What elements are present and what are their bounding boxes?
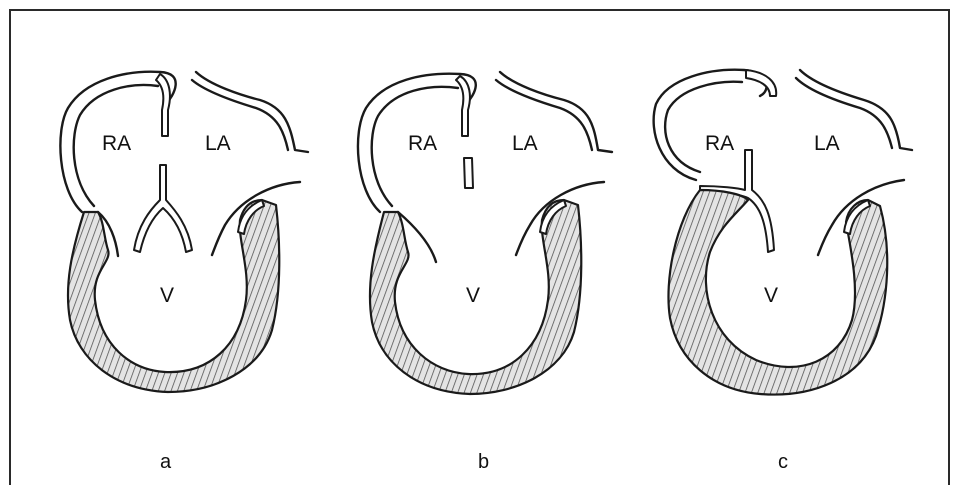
label-v-a: V (160, 284, 174, 307)
right-atrium-inner (665, 82, 742, 172)
caption-c: c (778, 451, 788, 473)
label-v-c: V (764, 284, 778, 307)
panel-c (654, 70, 912, 395)
label-ra-c: RA (705, 132, 734, 155)
atrial-septum (746, 70, 776, 96)
label-v-b: V (466, 284, 480, 307)
label-ra-b: RA (408, 132, 437, 155)
left-atrium-wall-inner (796, 78, 892, 148)
atrial-septum (456, 76, 470, 136)
label-la-b: LA (512, 132, 538, 155)
atrial-septum (156, 74, 170, 136)
label-la-a: LA (205, 132, 231, 155)
av-septum (134, 165, 192, 252)
septal-remnant (464, 158, 473, 188)
label-ra-a: RA (102, 132, 131, 155)
caption-b: b (478, 451, 489, 473)
caption-a: a (160, 451, 172, 473)
panel-a (60, 72, 308, 392)
left-atrium-wall-inner (496, 80, 592, 150)
label-la-c: LA (814, 132, 840, 155)
panel-b (358, 72, 612, 394)
